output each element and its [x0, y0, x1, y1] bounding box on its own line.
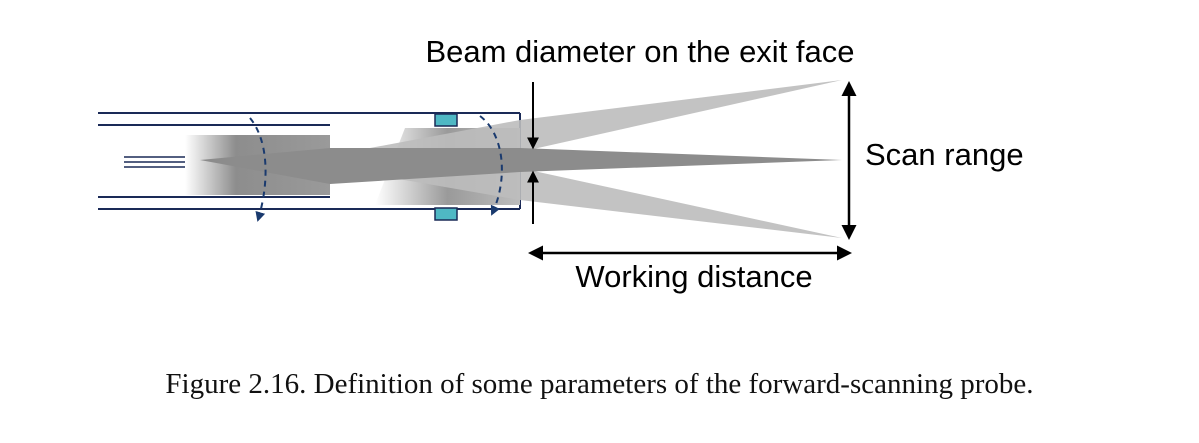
figure-caption: Figure 2.16. Definition of some paramete…: [165, 368, 1034, 400]
beam-diameter-label: Beam diameter on the exit face: [425, 34, 854, 69]
rotation-arrow-right-icon: [479, 115, 503, 216]
exit-window-top: [434, 113, 458, 127]
beam-upper: [370, 80, 842, 152]
beam-center: [200, 148, 842, 184]
scan-range-label: Scan range: [865, 137, 1024, 172]
rotation-arrow-left-icon: [249, 117, 267, 222]
working-distance-label: Working distance: [575, 259, 812, 294]
beam-lower: [370, 168, 842, 238]
exit-window-bottom: [434, 207, 458, 221]
